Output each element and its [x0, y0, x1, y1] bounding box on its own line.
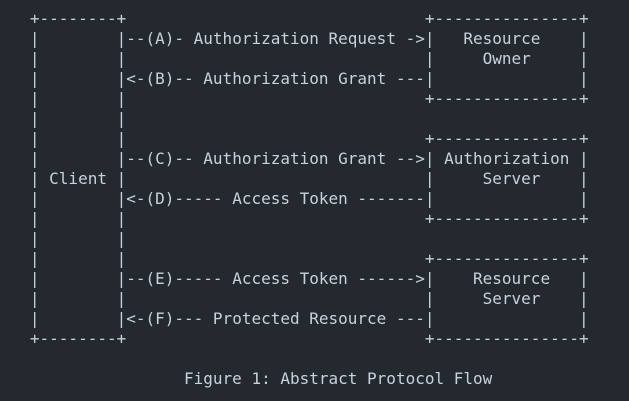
figure-caption: Figure 1: Abstract Protocol Flow	[184, 369, 493, 388]
oauth-abstract-flow-diagram: +--------+ +---------------+ | |--(A)- A…	[29, 9, 589, 348]
